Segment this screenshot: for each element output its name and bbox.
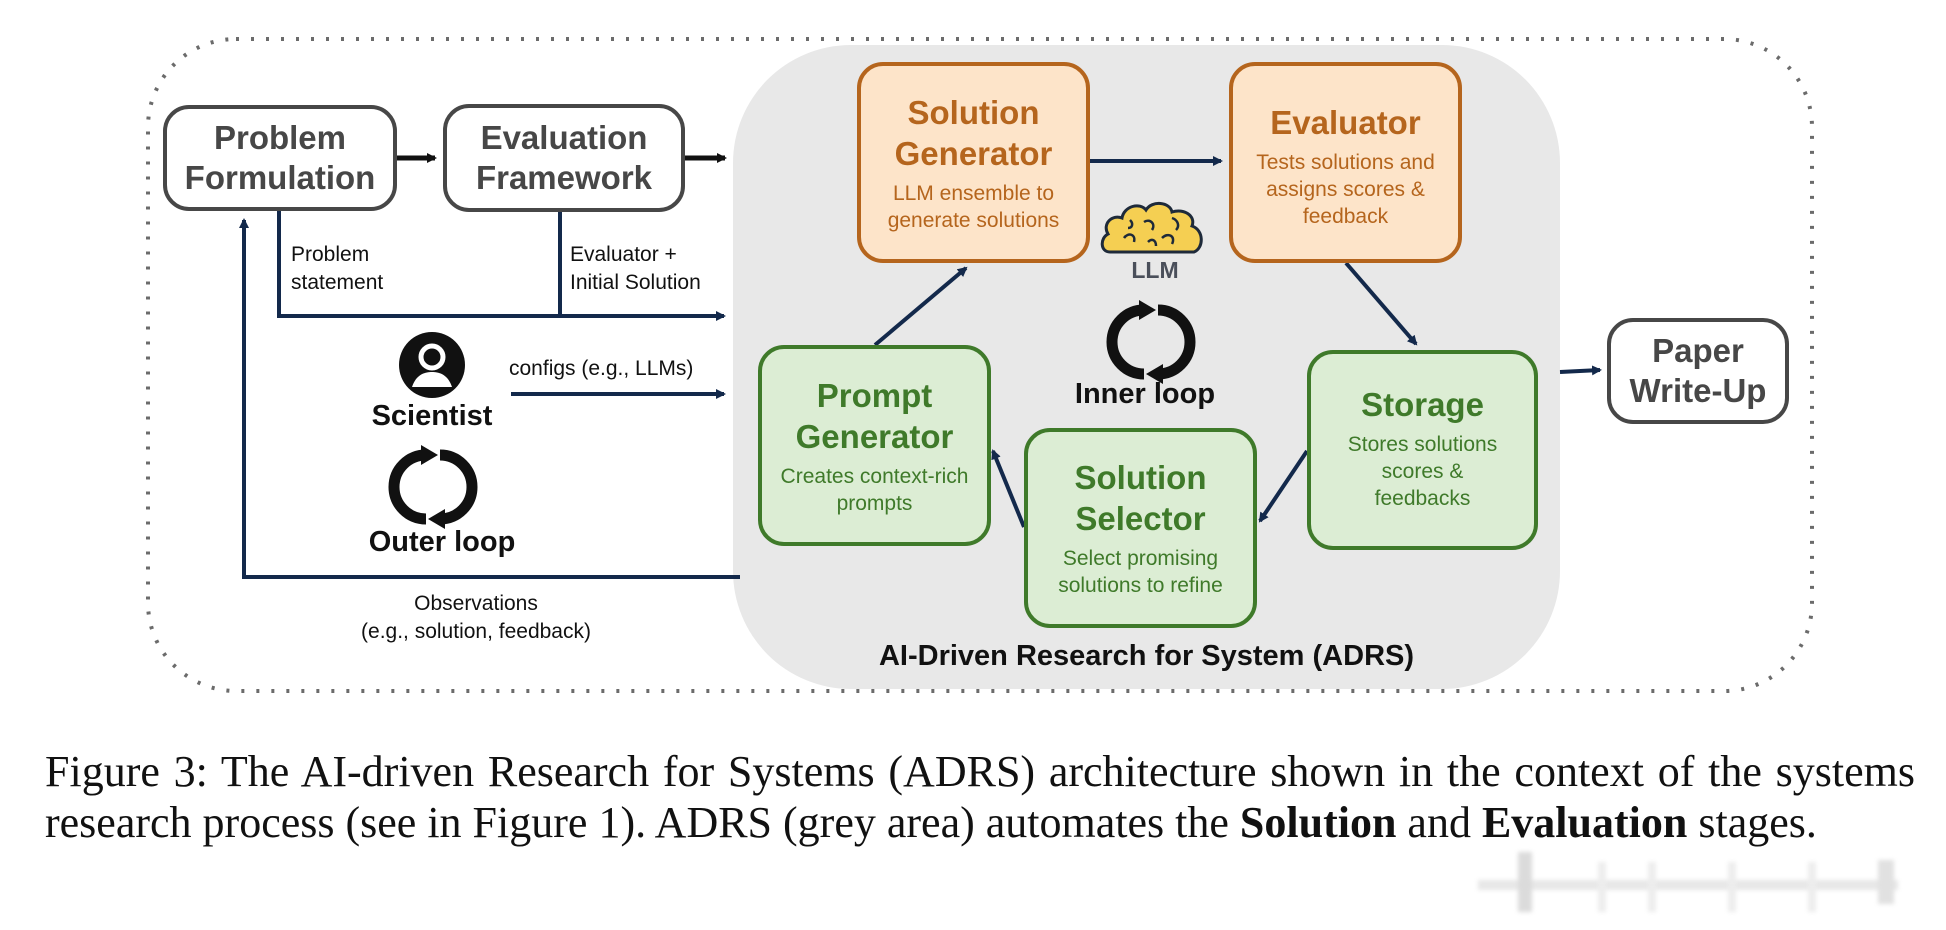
- desc-line: assigns scores &: [1266, 178, 1425, 201]
- node-description: Select promising solutions to refine: [1058, 545, 1223, 599]
- inner-loop-icon: [1106, 300, 1196, 384]
- node-storage: Storage Stores solutions scores & feedba…: [1307, 350, 1538, 550]
- adrs-label: AI-Driven Research for System (ADRS): [878, 640, 1415, 672]
- node-description: Tests solutions and assigns scores & fee…: [1256, 149, 1435, 230]
- node-solution-generator: Solution Generator LLM ensemble to gener…: [857, 62, 1090, 263]
- arrow-evaluator-to-storage: [1344, 261, 1418, 346]
- node-description: LLM ensemble to generate solutions: [888, 180, 1060, 234]
- node-evaluation-framework: Evaluation Framework: [443, 104, 685, 212]
- node-title: Framework: [475, 159, 653, 196]
- llm-brain-icon: [1100, 202, 1203, 254]
- node-title: Evaluator: [1270, 104, 1421, 141]
- label-line: statement: [291, 271, 384, 294]
- label-line: Problem: [291, 243, 370, 266]
- node-title: Evaluation: [480, 119, 648, 156]
- node-title: Generator: [894, 135, 1053, 172]
- label-line: Evaluator +: [570, 243, 677, 266]
- arrow-selector-to-prompt: [991, 449, 1026, 528]
- label-configs: configs (e.g., LLMs): [509, 357, 694, 380]
- desc-line: scores &: [1381, 460, 1464, 483]
- desc-line: Creates context-rich: [780, 464, 969, 488]
- desc-line: LLM ensemble to: [892, 182, 1055, 205]
- arrow-storage-to-selector: [1258, 449, 1309, 523]
- caption-text: stages.: [1687, 798, 1817, 847]
- watermark-graphic: [1478, 852, 1898, 912]
- label-evaluator-initial-solution: Evaluator + Initial Solution: [570, 241, 701, 297]
- node-solution-selector: Solution Selector Select promising solut…: [1024, 428, 1257, 628]
- connector-problem-statement: [277, 210, 726, 321]
- scientist-icon: [399, 332, 465, 398]
- node-title: Write-Up: [1629, 372, 1767, 409]
- node-title: Selector: [1075, 500, 1206, 537]
- node-problem-formulation: Problem Formulation: [163, 105, 397, 211]
- node-title: Solution: [1074, 459, 1207, 496]
- desc-line: generate solutions: [887, 209, 1060, 232]
- desc-line: Tests solutions and: [1256, 151, 1435, 174]
- node-evaluator: Evaluator Tests solutions and assigns sc…: [1229, 62, 1462, 263]
- label-inner-loop: Inner loop: [1074, 378, 1216, 410]
- node-description: Stores solutions scores & feedbacks: [1348, 431, 1497, 512]
- caption-text: and: [1396, 798, 1482, 847]
- node-description: Creates context-rich prompts: [781, 463, 969, 517]
- label-scientist: Scientist: [371, 400, 493, 432]
- node-title: Prompt: [816, 376, 933, 414]
- node-paper-writeup: Paper Write-Up: [1607, 318, 1789, 424]
- caption-text: Figure 3: The AI-driven Research for Sys…: [45, 747, 1915, 847]
- label-line: Initial Solution: [570, 271, 701, 294]
- arrow-prompt-to-generator: [873, 266, 968, 347]
- node-prompt-generator: Prompt Generator Creates context-rich pr…: [758, 345, 991, 546]
- outer-loop-icon: [388, 445, 478, 529]
- label-observations: Observations (e.g., solution, feedback): [326, 590, 626, 646]
- label-llm: LLM: [1131, 257, 1179, 283]
- node-title: Paper: [1652, 332, 1744, 369]
- node-title: Problem: [213, 119, 347, 156]
- desc-line: feedbacks: [1374, 487, 1471, 510]
- caption-bold-evaluation: Evaluation: [1481, 798, 1688, 847]
- connector-observations: [239, 218, 740, 579]
- label-line: Observations: [414, 592, 538, 615]
- caption-bold-solution: Solution: [1239, 798, 1397, 847]
- label-line: (e.g., solution, feedback): [361, 620, 591, 643]
- label-outer-loop: Outer loop: [368, 526, 516, 558]
- node-title: Formulation: [184, 159, 376, 196]
- node-title: Solution: [907, 94, 1040, 131]
- arrow-adrs-to-paper: [1559, 365, 1602, 376]
- desc-line: Select promising: [1062, 547, 1219, 570]
- desc-line: feedback: [1302, 205, 1389, 228]
- desc-line: Stores solutions: [1347, 433, 1498, 456]
- desc-line: prompts: [836, 491, 913, 515]
- desc-line: solutions to refine: [1058, 574, 1223, 597]
- node-title: Storage: [1361, 386, 1484, 423]
- node-title: Generator: [795, 417, 954, 455]
- figure-caption: Figure 3: The AI-driven Research for Sys…: [45, 746, 1915, 848]
- label-problem-statement: Problem statement: [291, 241, 383, 297]
